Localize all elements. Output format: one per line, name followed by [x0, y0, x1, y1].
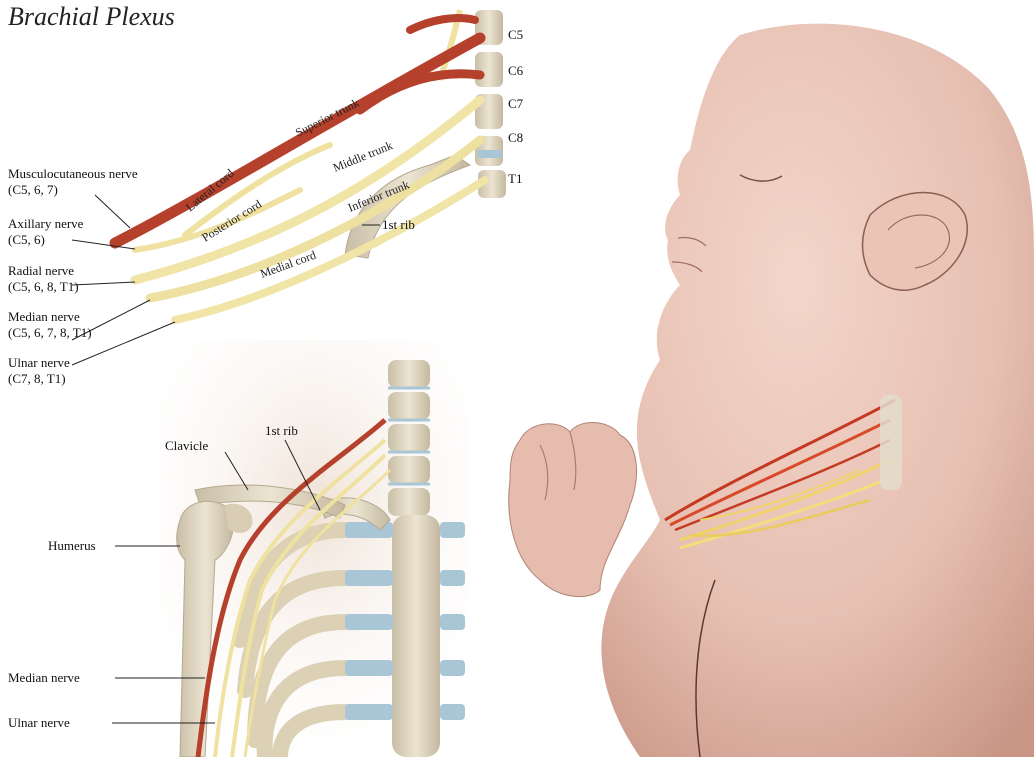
nerve-label-radial: Radial nerve (C5, 6, 8, T1): [8, 263, 79, 295]
nerve-label-axillary: Axillary nerve (C5, 6): [8, 216, 83, 248]
diagram-title: Brachial Plexus: [8, 2, 175, 32]
nerve-label-median: Median nerve (C5, 6, 7, 8, T1): [8, 309, 92, 341]
vertebra-label-c8: C8: [508, 130, 523, 146]
nerve-roots: (C5, 6, 8, T1): [8, 279, 79, 295]
nerve-name: Ulnar nerve: [8, 355, 70, 371]
superior-trunk-label: Superior trunk: [293, 96, 361, 140]
vertebra-label-t1: T1: [508, 171, 522, 187]
humerus-label: Humerus: [48, 538, 96, 554]
vertebra-label-c6: C6: [508, 63, 523, 79]
skeleton-diagram: [112, 340, 470, 757]
nerve-label-ulnar: Ulnar nerve (C7, 8, T1): [8, 355, 70, 387]
median-nerve-label: Median nerve: [8, 670, 80, 686]
nerve-label-musculocutaneous: Musculocutaneous nerve (C5, 6, 7): [8, 166, 138, 198]
nerve-roots: (C7, 8, T1): [8, 371, 70, 387]
vertebra-label-c7: C7: [508, 96, 523, 112]
nerve-roots: (C5, 6, 7, 8, T1): [8, 325, 92, 341]
spine: [388, 360, 430, 516]
nerve-name: Axillary nerve: [8, 216, 83, 232]
nerve-name: Radial nerve: [8, 263, 79, 279]
nerve-roots: (C5, 6, 7): [8, 182, 138, 198]
infant-figure: [509, 24, 1034, 757]
nerve-roots: (C5, 6): [8, 232, 83, 248]
clavicle-label: Clavicle: [165, 438, 208, 454]
nerve-name: Musculocutaneous nerve: [8, 166, 138, 182]
first-rib-label-top: 1st rib: [382, 217, 415, 233]
vertebra-label-c5: C5: [508, 27, 523, 43]
nerve-name: Median nerve: [8, 309, 92, 325]
ulnar-nerve-label: Ulnar nerve: [8, 715, 70, 731]
lateral-cord-label: Lateral cord: [183, 166, 237, 214]
first-rib-label-bottom: 1st rib: [265, 423, 298, 439]
